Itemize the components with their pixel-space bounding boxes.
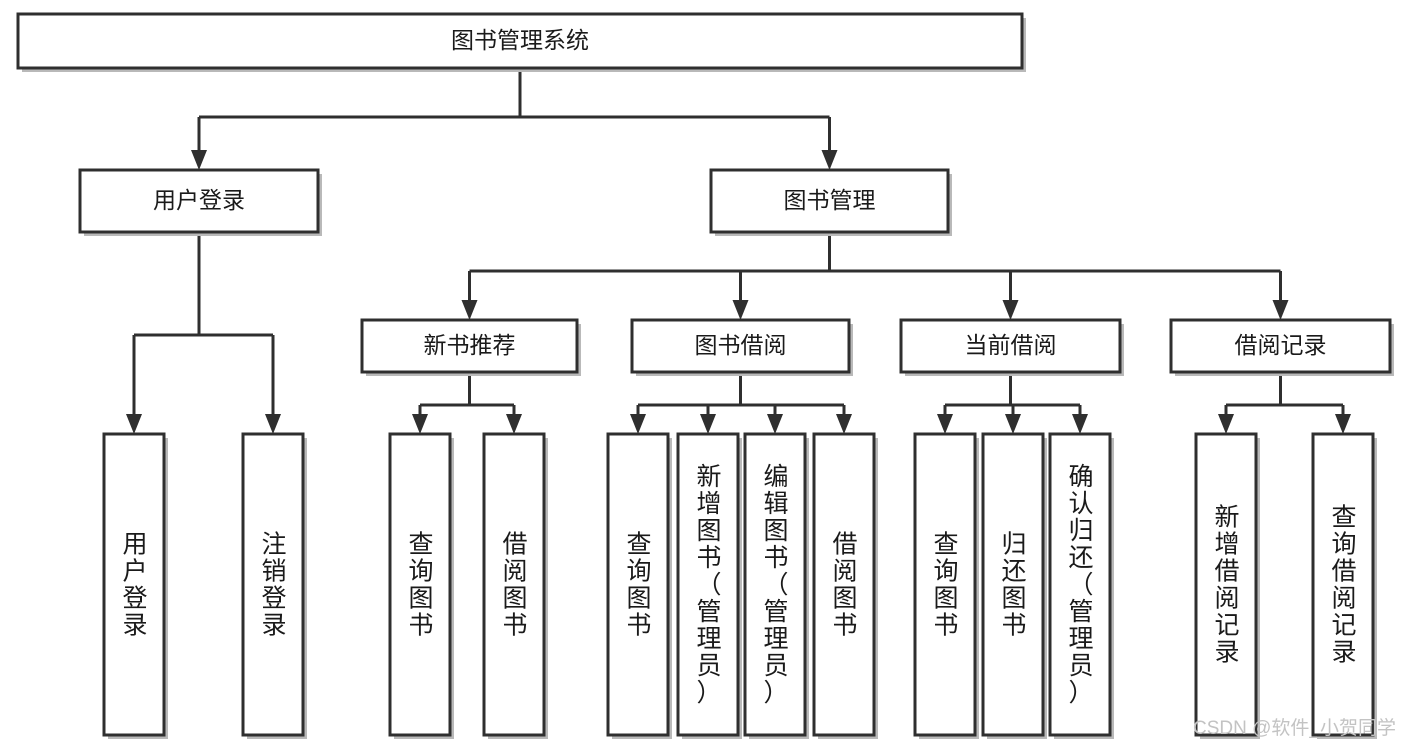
node-leaf-edit-book[interactable]: 编辑图书（管理员）: [743, 432, 809, 739]
arrow-head-icon: [1072, 414, 1088, 434]
node-label: 用户登录: [122, 531, 147, 640]
node-label: 新增图书（管理员）: [696, 463, 721, 707]
node-box[interactable]: [899, 318, 1122, 374]
node-label: 图书管理系统: [451, 27, 589, 53]
node-label: 查询图书: [408, 531, 433, 640]
node-label: 借阅图书: [502, 531, 527, 640]
node-leaf-query-record[interactable]: 查询借阅记录: [1311, 432, 1377, 739]
node-leaf-logout[interactable]: 注销登录: [241, 432, 307, 739]
node-box[interactable]: [630, 318, 851, 374]
arrow-head-icon: [1272, 300, 1289, 320]
node-root[interactable]: 图书管理系统: [16, 12, 1026, 72]
arrow-head-icon: [732, 300, 749, 320]
node-box[interactable]: [913, 432, 977, 737]
node-label: 查询图书: [933, 531, 958, 640]
arrow-head-icon: [767, 414, 783, 434]
node-box[interactable]: [606, 432, 670, 737]
connector-layer: [126, 68, 1351, 434]
node-box[interactable]: [482, 432, 546, 737]
node-box[interactable]: [388, 432, 452, 737]
node-box[interactable]: [1311, 432, 1375, 737]
node-box[interactable]: [981, 432, 1045, 737]
node-box[interactable]: [743, 432, 807, 737]
node-leaf-borrow-book-1[interactable]: 借阅图书: [482, 432, 548, 739]
node-new-book-recommend[interactable]: 新书推荐: [360, 318, 581, 376]
node-user-login[interactable]: 用户登录: [78, 168, 322, 236]
node-book-manage[interactable]: 图书管理: [709, 168, 952, 236]
arrow-head-icon: [461, 300, 478, 320]
arrow-head-icon: [700, 414, 716, 434]
arrow-head-icon: [630, 414, 646, 434]
node-box[interactable]: [1194, 432, 1258, 737]
node-label: 查询借阅记录: [1331, 504, 1356, 667]
node-box[interactable]: [812, 432, 876, 737]
node-label: 新增借阅记录: [1214, 504, 1239, 667]
node-layer: 图书管理系统用户登录图书管理新书推荐图书借阅当前借阅借阅记录用户登录注销登录查询…: [16, 12, 1394, 739]
node-borrow-record[interactable]: 借阅记录: [1169, 318, 1394, 376]
node-current-borrow[interactable]: 当前借阅: [899, 318, 1124, 376]
node-leaf-confirm-return[interactable]: 确认归还（管理员）: [1048, 432, 1114, 739]
node-leaf-query-book-2[interactable]: 查询图书: [606, 432, 672, 739]
node-box[interactable]: [709, 168, 950, 234]
arrow-head-icon: [937, 414, 953, 434]
node-box[interactable]: [78, 168, 320, 234]
node-leaf-add-record[interactable]: 新增借阅记录: [1194, 432, 1260, 739]
watermark-label: CSDN @软件_小贺同学: [1193, 717, 1396, 739]
node-box[interactable]: [16, 12, 1024, 70]
node-label: 查询图书: [626, 531, 651, 640]
node-leaf-return-book[interactable]: 归还图书: [981, 432, 1047, 739]
arrow-head-icon: [265, 414, 281, 434]
node-box[interactable]: [1169, 318, 1392, 374]
node-label: 图书借阅: [695, 332, 787, 358]
arrow-head-icon: [1335, 414, 1351, 434]
node-leaf-query-book-1[interactable]: 查询图书: [388, 432, 454, 739]
node-leaf-query-book-3[interactable]: 查询图书: [913, 432, 979, 739]
arrow-head-icon: [412, 414, 428, 434]
node-box[interactable]: [360, 318, 579, 374]
node-label: 编辑图书（管理员）: [763, 463, 788, 707]
arrow-head-icon: [1005, 414, 1021, 434]
arrow-head-icon: [1218, 414, 1234, 434]
arrow-head-icon: [1002, 300, 1019, 320]
node-box[interactable]: [241, 432, 305, 737]
node-book-borrow[interactable]: 图书借阅: [630, 318, 853, 376]
node-label: 确认归还（管理员）: [1068, 463, 1093, 707]
arrow-head-icon: [821, 150, 838, 170]
node-label: 当前借阅: [965, 332, 1057, 358]
node-leaf-user-login[interactable]: 用户登录: [102, 432, 168, 739]
node-label: 借阅图书: [832, 531, 857, 640]
node-label: 图书管理: [784, 187, 876, 213]
node-label: 注销登录: [261, 531, 286, 640]
arrow-head-icon: [506, 414, 522, 434]
arrow-head-icon: [836, 414, 852, 434]
node-label: 新书推荐: [424, 332, 516, 358]
node-leaf-add-book[interactable]: 新增图书（管理员）: [676, 432, 742, 739]
node-box[interactable]: [102, 432, 166, 737]
arrow-head-icon: [126, 414, 142, 434]
node-label: 借阅记录: [1235, 332, 1327, 358]
node-label: 用户登录: [153, 187, 245, 213]
node-label: 归还图书: [1001, 531, 1026, 640]
node-box[interactable]: [676, 432, 740, 737]
node-leaf-borrow-book-2[interactable]: 借阅图书: [812, 432, 878, 739]
arrow-head-icon: [191, 150, 207, 170]
node-box[interactable]: [1048, 432, 1112, 737]
